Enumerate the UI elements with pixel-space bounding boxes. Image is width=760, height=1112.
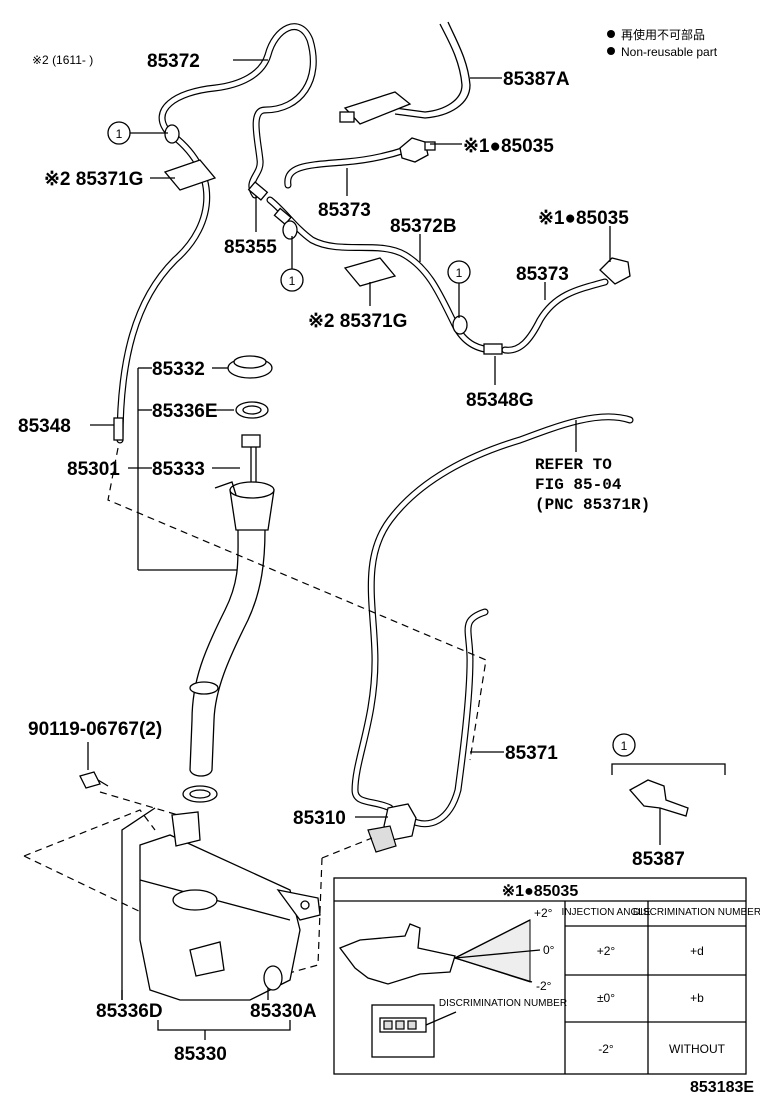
label-85371g-upper: ※2 85371G — [44, 169, 143, 190]
label-85372b: 85372B — [390, 216, 457, 237]
label-85301: 85301 — [67, 459, 120, 480]
row-1-disc: +d — [690, 944, 704, 958]
assembly-line — [99, 791, 179, 816]
label-85310: 85310 — [293, 808, 346, 829]
label-85373-lower: 85373 — [516, 264, 569, 285]
label-85371: 85371 — [505, 743, 558, 764]
row-3-disc: WITHOUT — [669, 1042, 726, 1056]
discrimination-connector: DISCRIMINATION NUMBER — [371, 998, 567, 1058]
svg-text:1: 1 — [621, 739, 628, 753]
label-85336d: 85336D — [96, 1001, 163, 1022]
legend-line-2: Non-reusable part — [621, 45, 718, 59]
connector-85348 — [113, 417, 124, 441]
filler-neck-85301 — [189, 481, 275, 777]
bolt-90119 — [79, 771, 109, 789]
angle-zero-label: 0° — [543, 943, 555, 957]
hose-85371 — [351, 413, 634, 828]
legend-line-1: 再使用不可部品 — [621, 27, 705, 42]
figure-number: 853183E — [690, 1079, 754, 1096]
bracket-85301 — [128, 367, 237, 571]
grommet-85330a — [263, 965, 283, 991]
refer-line-3: (PNC 85371R) — [535, 496, 650, 514]
label-90119: 90119-06767(2) — [28, 719, 162, 740]
header-angle: INJECTION ANGLE — [562, 907, 651, 918]
bracket-85387a — [339, 21, 471, 125]
label-85035-upper: ※1●85035 — [463, 136, 554, 157]
svg-text:1: 1 — [289, 274, 296, 288]
angle-minus-label: -2° — [536, 979, 552, 993]
label-85387: 85387 — [632, 849, 685, 870]
label-85387a: 85387A — [503, 69, 570, 90]
label-85348: 85348 — [18, 416, 71, 437]
label-85332: 85332 — [152, 359, 205, 380]
angle-plus-label: +2° — [534, 906, 553, 920]
label-85333: 85333 — [152, 459, 205, 480]
legend: 再使用不可部品 Non-reusable part — [607, 27, 718, 59]
label-85371g-lower: ※2 85371G — [308, 311, 407, 332]
clamp — [164, 124, 180, 144]
header-discrimination: DISCRIMINATION NUMBER — [633, 907, 760, 918]
row-3-angle: -2° — [598, 1042, 614, 1056]
connector-85348g — [483, 343, 503, 355]
refer-line-1: REFER TO — [535, 456, 612, 474]
assembly-line — [107, 447, 487, 761]
refer-line-2: FIG 85-04 — [535, 476, 622, 494]
gasket-85336e — [235, 401, 269, 419]
assembly-line — [321, 837, 373, 859]
label-85372: 85372 — [147, 51, 200, 72]
bullet-icon — [607, 47, 615, 55]
clamp — [282, 220, 298, 240]
tape-85371g-lower — [343, 257, 397, 287]
label-85330a: 85330A — [250, 1001, 317, 1022]
discrimination-label-1: DISCRIMINATION NUMBER — [439, 998, 567, 1009]
callout-1-b: 1 — [280, 236, 304, 292]
svg-text:1: 1 — [116, 127, 123, 141]
tank-85330 — [139, 785, 321, 1001]
label-85336e: 85336E — [152, 401, 218, 422]
row-2-disc: +b — [690, 991, 704, 1005]
inset-85387: 1 — [611, 733, 726, 845]
pump-85310 — [367, 803, 417, 853]
clamp — [452, 315, 468, 335]
label-85355: 85355 — [224, 237, 277, 258]
nozzle-spray-illustration: +2° 0° -2° — [338, 906, 555, 993]
hose-85373-lower — [501, 278, 609, 354]
label-85330: 85330 — [174, 1044, 227, 1065]
tape-85371g-upper — [163, 159, 217, 191]
nozzle-table: ※1●85035 INJECTION ANGLE DISCRIMINATION … — [333, 877, 760, 1075]
svg-text:1: 1 — [456, 266, 463, 280]
callout-1-c: 1 — [447, 260, 471, 318]
assembly-line — [23, 809, 156, 857]
row-1-angle: +2° — [597, 944, 616, 958]
hose-85372b — [266, 196, 499, 354]
callout-1-a: 1 — [107, 121, 168, 145]
label-85348g: 85348G — [466, 390, 534, 411]
connector-85355 — [247, 181, 292, 226]
date-note: ※2 (1611- ) — [32, 53, 93, 67]
label-85373-upper: 85373 — [318, 200, 371, 221]
bullet-icon — [607, 30, 615, 38]
table-title: ※1●85035 — [502, 883, 579, 900]
nozzle-85035-upper — [399, 137, 436, 163]
hose-85372 — [116, 23, 317, 444]
cap-85332 — [227, 355, 273, 379]
row-2-angle: ±0° — [597, 991, 615, 1005]
label-85035-right: ※1●85035 — [538, 208, 629, 229]
hose-85373-upper — [284, 146, 409, 189]
